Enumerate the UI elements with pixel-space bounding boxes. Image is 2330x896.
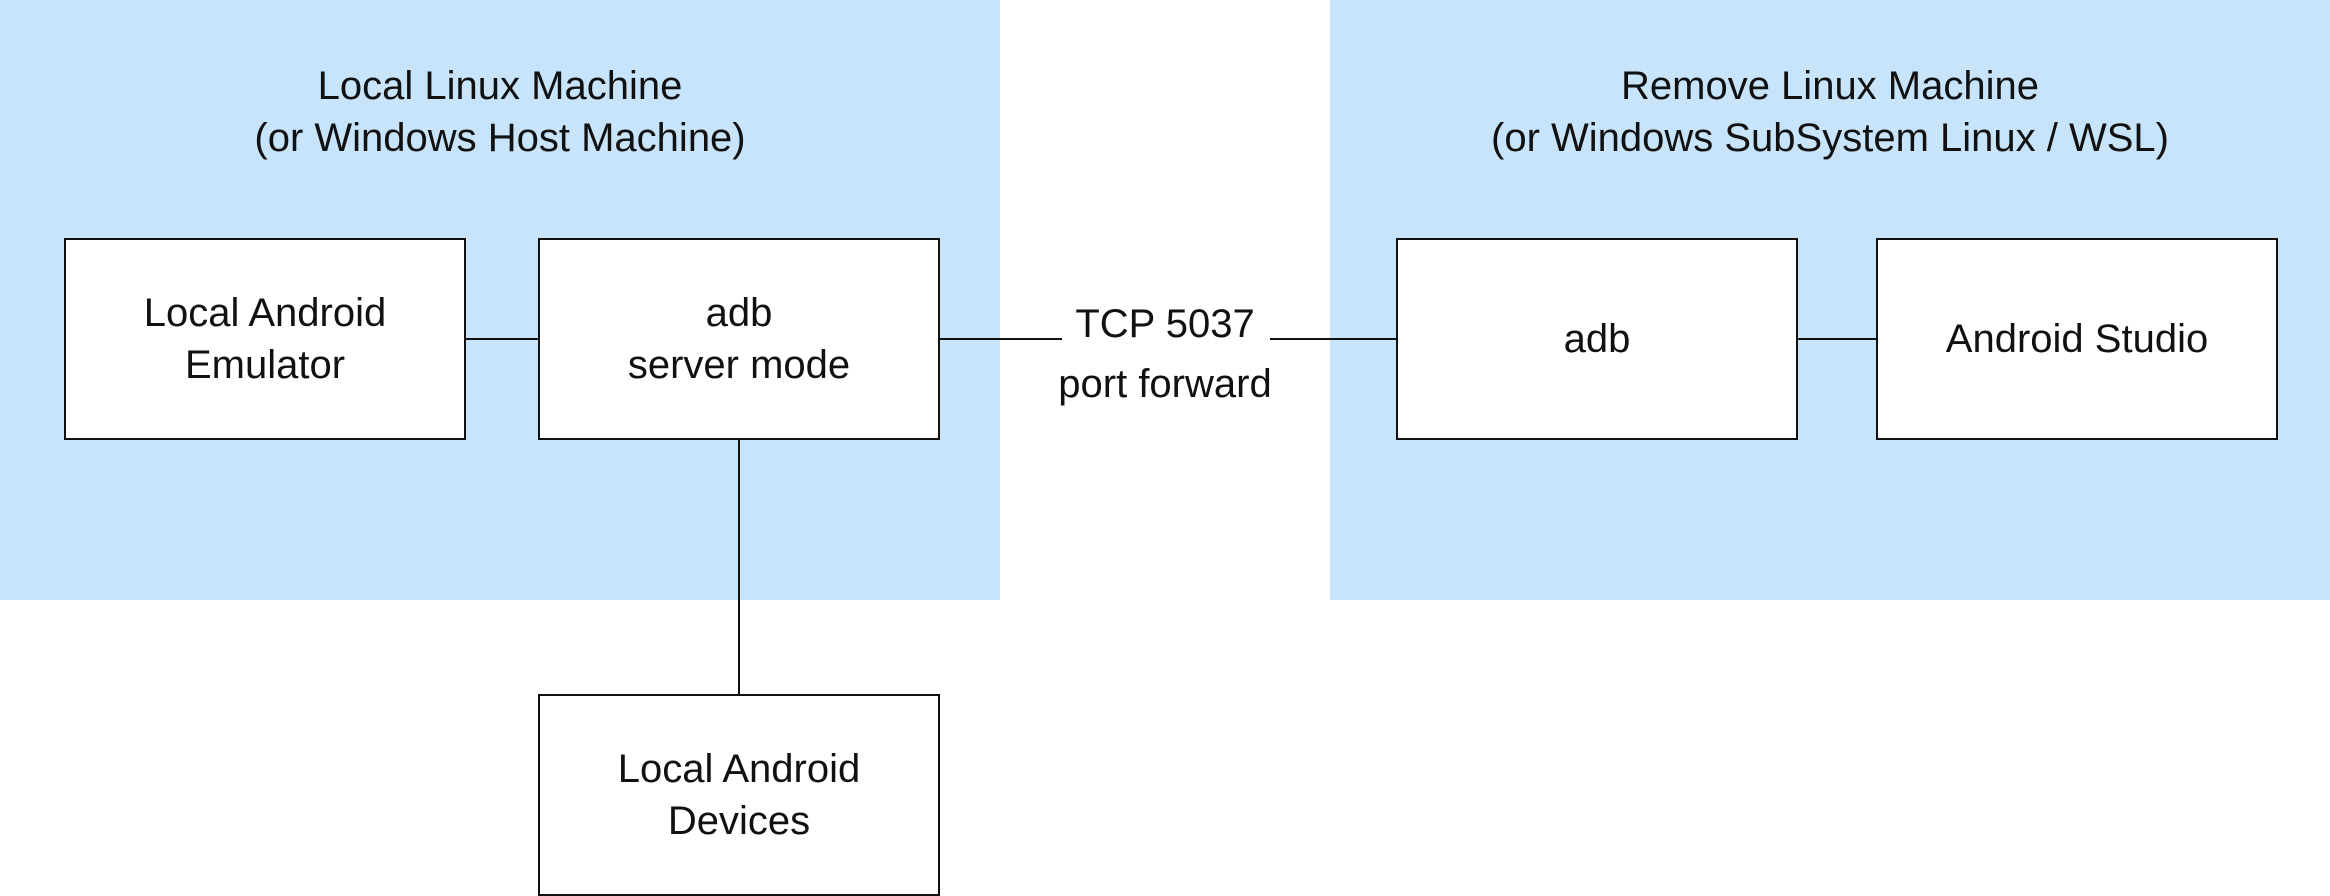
- emulator-label-line1: Local Android: [143, 291, 387, 335]
- edge-emulator-to-adb-server: [466, 338, 538, 340]
- edge-adb-server-to-devices: [738, 440, 740, 694]
- edge-tcp-to-remote-adb: [1270, 338, 1396, 340]
- devices-label-line1: Local Android: [617, 747, 861, 791]
- emulator-label-line2: Emulator: [184, 343, 346, 387]
- local-machine-title-line1: Local Linux Machine: [317, 64, 683, 108]
- android-studio-node: Android Studio: [1876, 238, 2278, 440]
- adb-server-label-line2: server mode: [627, 343, 851, 387]
- remote-machine-title-line2: (or Windows SubSystem Linux / WSL): [1491, 116, 2169, 160]
- local-android-devices-node: Local Android Devices: [538, 694, 940, 896]
- local-machine-title-line2: (or Windows Host Machine): [254, 116, 746, 160]
- edge-remote-adb-to-studio: [1798, 338, 1876, 340]
- android-studio-label: Android Studio: [1945, 317, 2209, 361]
- adb-server-mode-node: adb server mode: [538, 238, 940, 440]
- devices-label-line2: Devices: [667, 799, 811, 843]
- adb-server-label-line1: adb: [705, 291, 773, 335]
- remote-adb-label: adb: [1563, 317, 1631, 361]
- local-android-emulator-node: Local Android Emulator: [64, 238, 466, 440]
- tcp-port-label: TCP 5037: [1075, 302, 1255, 346]
- port-forward-label: port forward: [1058, 362, 1272, 406]
- local-machine-title: Local Linux Machine (or Windows Host Mac…: [0, 60, 1000, 164]
- remote-machine-title: Remove Linux Machine (or Windows SubSyst…: [1330, 60, 2330, 164]
- remote-machine-title-line1: Remove Linux Machine: [1621, 64, 2039, 108]
- edge-adb-server-to-tcp: [940, 338, 1062, 340]
- remote-adb-node: adb: [1396, 238, 1798, 440]
